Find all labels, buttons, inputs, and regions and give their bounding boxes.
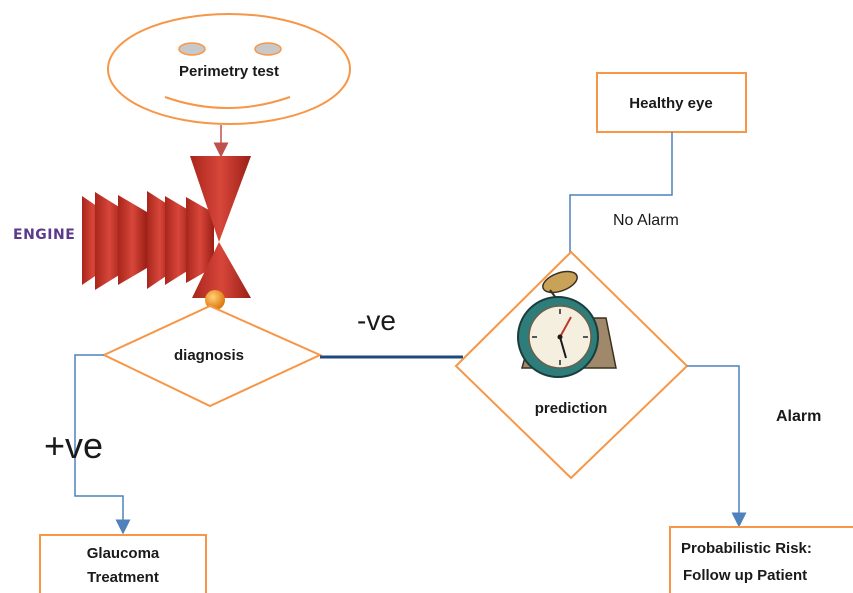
smile-mouth	[164, 96, 291, 109]
engine-label: ENGINE	[13, 227, 75, 243]
probabilistic-risk-node: Probabilistic Risk: Follow up Patient	[669, 526, 853, 593]
risk-line2: Follow up Patient	[683, 567, 807, 584]
left-eye-icon	[178, 42, 206, 56]
diagnosis-label: diagnosis	[174, 347, 244, 364]
diagnosis-node: diagnosis	[101, 304, 323, 408]
no-alarm-connector	[569, 132, 673, 254]
glaucoma-treatment-node: Glaucoma Treatment	[39, 534, 207, 593]
negative-label: -ve	[357, 305, 396, 336]
glaucoma-line1: Glaucoma	[87, 545, 160, 562]
perimetry-test-node: Perimetry test	[107, 13, 351, 125]
risk-line1: Probabilistic Risk:	[681, 540, 812, 557]
no-alarm-label: No Alarm	[613, 212, 679, 229]
positive-connector	[74, 354, 131, 535]
healthy-eye-node: Healthy eye	[596, 72, 747, 133]
healthy-eye-label: Healthy eye	[629, 95, 712, 112]
glaucoma-line2: Treatment	[87, 569, 159, 586]
engine-hourglass-icon	[190, 156, 251, 298]
alarm-clock-icon	[517, 270, 617, 378]
right-eye-icon	[254, 42, 282, 56]
perimetry-test-label: Perimetry test	[179, 63, 279, 80]
alarm-label: Alarm	[776, 408, 821, 425]
alarm-connector	[687, 365, 747, 528]
positive-label: +ve	[44, 425, 103, 466]
prediction-label: prediction	[535, 400, 608, 417]
engine-chevrons	[82, 191, 214, 290]
